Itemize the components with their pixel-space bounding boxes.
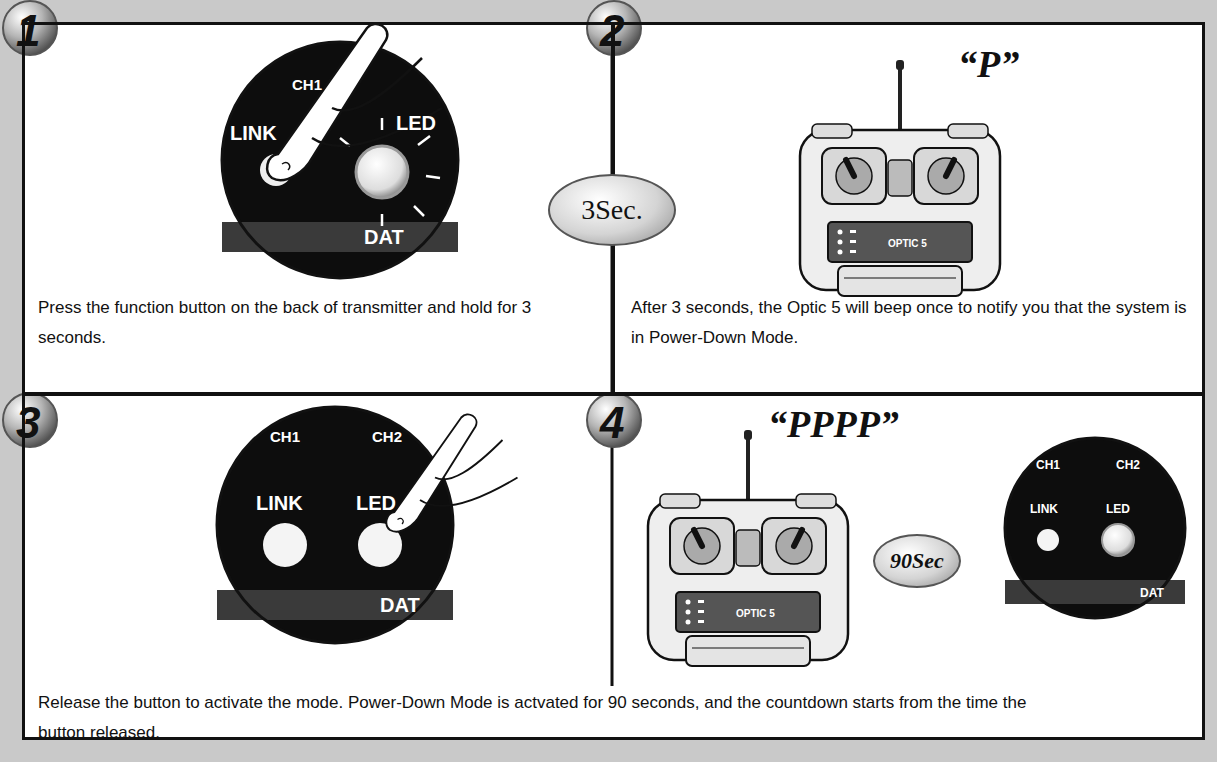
button-label: LINK	[256, 492, 303, 515]
button-label: LED	[356, 492, 396, 515]
port-label: DAT	[364, 226, 404, 249]
port-label: CH1	[1036, 458, 1060, 472]
instruction-text: Release the button to activate the mode.…	[38, 688, 1038, 748]
button-label: LINK	[230, 122, 277, 145]
port-label: CH2	[1116, 458, 1140, 472]
brand-label: OPTIC 5	[888, 238, 927, 249]
port-label: CH1	[292, 76, 322, 93]
step-panel: After 3 seconds, the Optic 5 will beep o…	[612, 22, 1205, 395]
duration-text: 3Sec.	[581, 194, 642, 226]
beep-sound: “PPPP”	[768, 402, 899, 446]
callout-number: 3	[16, 398, 40, 448]
callout-number: 2	[600, 6, 624, 56]
port-label: CH2	[372, 428, 402, 445]
port-label: DAT	[380, 594, 420, 617]
port-label: DAT	[1140, 586, 1164, 600]
button-label: LINK	[1030, 502, 1058, 516]
button-label: LED	[396, 112, 436, 135]
instruction-text: Press the function button on the back of…	[38, 293, 598, 353]
callout-number: 4	[600, 398, 624, 448]
duration-text: 90Sec	[890, 548, 944, 574]
time-oval: 3Sec.	[548, 174, 676, 246]
instruction-text: After 3 seconds, the Optic 5 will beep o…	[631, 293, 1191, 353]
brand-label: OPTIC 5	[736, 608, 775, 619]
button-label: LED	[1106, 502, 1130, 516]
beep-sound: “P”	[958, 42, 1019, 86]
time-oval: 90Sec	[873, 534, 961, 588]
port-label: CH1	[270, 428, 300, 445]
callout-number: 1	[16, 6, 40, 56]
